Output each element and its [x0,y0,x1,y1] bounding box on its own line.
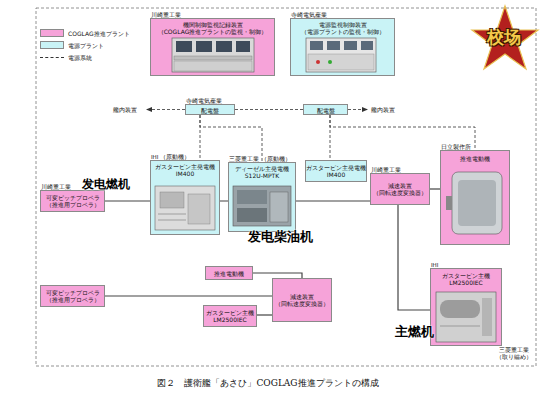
node-body: ディーゼル主発電機S12U-MPTK [229,163,295,179]
node-body: ガスタービン主機LM2500IEC [204,306,256,323]
legend-swatch [40,29,64,37]
component-note: （電源プラントの監視・制御） [291,28,394,35]
propulsion-motor-illustration [446,172,502,234]
overlay-annotation: 主燃机 [395,324,434,339]
component-name: ガスタービン主発電機 [306,164,366,171]
component-name: 電源監視制御装置 [291,21,394,28]
component-name: 配電盤 [186,107,234,114]
component-name: 可変ピッチプロペラ [41,289,104,296]
ship-load-arrow [146,107,368,112]
shaft-line [257,314,272,315]
component-note: LM2500IEC [431,279,501,286]
node-body: 配電盤 [186,105,234,114]
reduction-gear-box: 減速装置（回転速度変換器） [272,278,332,322]
switchboard-box: 配電盤 [303,104,348,115]
maker-label: 日立製作所 [441,144,471,150]
destination-label: 艦内装置 [371,106,395,113]
component-note: IM400 [151,170,219,177]
node-body: ガスタービン主発電機IM400 [306,161,366,178]
maker-label: IHI （原動機） [151,154,190,160]
figure-caption: 図２ 護衛艦「あさひ」COGLAG推進プラントの構成 [0,378,536,389]
propeller-box: 川崎重工業可変ピッチプロペラ（推進用プロペラ） [40,190,105,212]
component-name: 可変ピッチプロペラ [41,194,104,201]
maker-label: 寺崎電気産業 [291,12,327,18]
component-note: （COGLAG推進プラントの監視・制御） [151,28,274,35]
component-name: 機関制御監視記録装置 [151,21,274,28]
legend-text: COGLAG推進プラント [68,30,130,37]
node-body: 配電盤 [304,105,347,114]
propeller-box: 可変ピッチプロペラ（推進用プロペラ） [40,285,105,307]
component-note: LM2500IEC [204,316,256,323]
node-body: 減速装置（回転速度変換器） [273,279,331,307]
shaft-line [398,205,430,310]
legend-text: 電源系統 [68,54,92,61]
overlay-annotation: 发电柴油机 [248,229,313,244]
maker-label: 三菱重工業 （取り纏め） [494,347,534,360]
reduction-gear-box: 川崎重工業減速装置（回転速度変換器） [370,173,430,205]
node-body: 機関制御監視記録装置（COGLAG推進プラントの監視・制御） [151,19,274,35]
shaft-line [105,295,272,296]
maker-label: 三菱重工業 （原動機） [229,156,291,162]
component-note: （推進用プロペラ） [41,296,104,303]
main-engine-box: IHIガスタービン主機LM2500IEC [430,268,502,346]
node-body: 可変ピッチプロペラ（推進用プロペラ） [41,191,104,208]
control-console-illustration [172,38,254,72]
component-name: 推進電動機 [441,155,509,162]
diesel-generator-illustration [233,186,291,226]
monitor-control-box: 川崎重工業機関制御監視記録装置（COGLAG推進プラントの監視・制御） [150,18,275,76]
generator-box: 三菱重工業 （原動機）ディーゼル主発電機S12U-MPTK [228,162,296,232]
component-name: ガスタービン主機 [204,309,256,316]
power-console-illustration [306,38,376,72]
node-body: ガスタービン主発電機IM400 [151,161,219,177]
overlay-annotation: 发电燃机 [82,177,130,191]
power-line [235,109,303,110]
power-line [330,115,475,150]
propulsion-motor-box: 日立製作所推進電動機 [440,150,510,245]
component-note: （回転速度変換器） [371,189,429,196]
node-body: 可変ピッチプロペラ（推進用プロペラ） [41,286,104,303]
node-body: 減速装置（回転速度変換器） [371,174,429,196]
component-name: 推進電動機 [206,270,252,277]
watermark-star [472,6,538,69]
propulsion-motor-box: 推進電動機 [205,266,253,280]
legend-swatch [40,41,64,49]
legend-text: 電源プラント [68,42,104,49]
outer-frame [36,8,536,366]
component-name: ディーゼル主発電機 [229,165,295,172]
gas-turbine-engine-illustration [436,292,496,342]
node-body: ガスタービン主機LM2500IEC [431,269,501,286]
generator-box: IHI （原動機）ガスタービン主発電機IM400 [150,160,220,235]
component-note: （回転速度変換器） [273,300,331,307]
destination-label: 艦内装置 [113,106,137,113]
generator-box: ガスタービン主発電機IM400 [305,160,367,182]
maker-label: 寺崎電気産業 [186,98,222,104]
legend-line-sample [40,57,64,58]
switchboard-box: 寺崎電気産業配電盤 [185,104,235,115]
power-line [200,115,262,162]
node-body: 電源監視制御装置（電源プラントの監視・制御） [291,19,394,35]
power-monitor-box: 寺崎電気産業電源監視制御装置（電源プラントの監視・制御） [290,18,395,76]
component-note: IM400 [306,171,366,178]
component-note: （推進用プロペラ） [41,201,104,208]
maker-label: 川崎重工業 [371,167,401,173]
component-note: S12U-MPTK [229,172,295,179]
shaft-line [430,188,440,189]
watermark: 校场 [487,26,521,49]
component-name: 配電盤 [304,107,347,114]
maker-label: 川崎重工業 [151,12,181,18]
maker-label: 川崎重工業 [41,184,71,190]
node-body: 推進電動機 [206,267,252,277]
main-engine-box: ガスタービン主機LM2500IEC [203,305,257,327]
component-name: ガスタービン主発電機 [151,163,219,170]
gas-turbine-generator-illustration [155,186,215,230]
maker-label: IHI [431,262,438,268]
node-body: 推進電動機 [441,151,509,162]
component-name: 減速装置 [273,293,331,300]
component-name: 減速装置 [371,182,429,189]
component-name: ガスタービン主機 [431,272,501,279]
